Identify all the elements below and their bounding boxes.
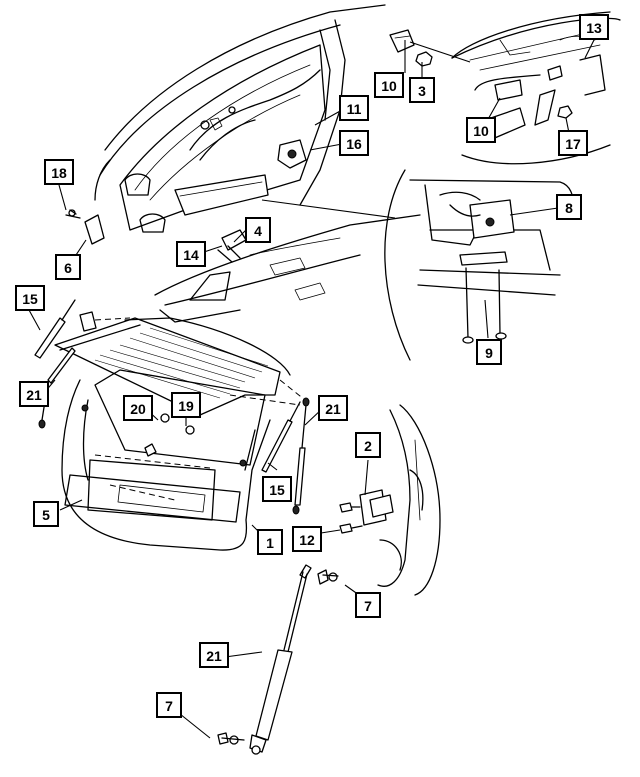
- callout-box: [318, 395, 348, 421]
- callout-number: 21: [206, 648, 222, 664]
- callout-c11: 11: [339, 95, 369, 121]
- callout-box: [579, 14, 609, 40]
- callout-box: [156, 692, 182, 718]
- callout-c6: 6: [55, 254, 81, 280]
- callout-c4: 4: [245, 217, 271, 243]
- callout-number: 2: [364, 438, 372, 454]
- callout-box: [44, 159, 74, 185]
- callout-c10a: 10: [374, 72, 404, 98]
- callout-c21c: 21: [199, 642, 229, 668]
- callout-c18: 18: [44, 159, 74, 185]
- callout-c17: 17: [558, 130, 588, 156]
- callout-number: 14: [183, 247, 199, 263]
- callout-c7a: 7: [355, 592, 381, 618]
- callout-box: [123, 395, 153, 421]
- callout-number: 20: [130, 401, 146, 417]
- callout-box: [558, 130, 588, 156]
- callout-box: [339, 130, 369, 156]
- callout-number: 17: [565, 136, 581, 152]
- leader-lines: [28, 37, 596, 739]
- callout-c3: 3: [409, 77, 435, 103]
- callout-c10b: 10: [466, 117, 496, 143]
- inset-arc-right: [384, 169, 411, 361]
- callout-c19: 19: [171, 392, 201, 418]
- latch-detail-inset: [409, 179, 574, 344]
- callout-number: 10: [473, 123, 489, 139]
- callout-c21b: 21: [318, 395, 348, 421]
- callout-number: 8: [565, 200, 573, 216]
- callout-number: 4: [254, 223, 262, 239]
- callout-c8: 8: [556, 194, 582, 220]
- callout-box: [257, 529, 283, 555]
- callout-c16: 16: [339, 130, 369, 156]
- callout-number: 18: [51, 165, 67, 181]
- callout-box: [15, 285, 45, 311]
- callout-c12: 12: [292, 526, 322, 552]
- callout-number: 3: [418, 83, 426, 99]
- inset-pointer-line-top: [409, 41, 471, 63]
- gas-struts-mid: [34, 299, 310, 515]
- inset-pointer-line-right: [261, 199, 396, 219]
- callout-c5: 5: [33, 501, 59, 527]
- lower-strut-illustration: [217, 564, 339, 755]
- callout-number: 7: [364, 598, 372, 614]
- inset-arc-top: [451, 17, 621, 59]
- callout-c13: 13: [579, 14, 609, 40]
- open-liftgate-illustration: [65, 4, 433, 323]
- callout-number: 6: [64, 260, 72, 276]
- callout-number: 21: [325, 401, 341, 417]
- callout-number: 5: [42, 507, 50, 523]
- callout-box: [409, 77, 435, 103]
- callout-c2: 2: [355, 432, 381, 458]
- callout-box: [19, 381, 49, 407]
- callout-number: 21: [26, 387, 42, 403]
- callout-number: 7: [165, 698, 173, 714]
- callout-c9: 9: [476, 339, 502, 365]
- callout-box: [171, 392, 201, 418]
- callout-box: [374, 72, 404, 98]
- callout-box: [245, 217, 271, 243]
- callout-box: [33, 501, 59, 527]
- callout-box: [199, 642, 229, 668]
- callout-box: [556, 194, 582, 220]
- callout-number: 1: [266, 535, 274, 551]
- callout-number: 9: [485, 345, 493, 361]
- callout-number: 10: [381, 78, 397, 94]
- callout-c20: 20: [123, 395, 153, 421]
- hinge-detail-inset: [451, 11, 611, 141]
- callout-box: [339, 95, 369, 121]
- callout-number: 15: [269, 482, 285, 498]
- callout-c7b: 7: [156, 692, 182, 718]
- callout-box: [355, 592, 381, 618]
- callout-c1: 1: [257, 529, 283, 555]
- callout-box: [55, 254, 81, 280]
- callout-number: 15: [22, 291, 38, 307]
- callout-c21a: 21: [19, 381, 49, 407]
- callout-c15b: 15: [262, 476, 292, 502]
- body-hinge-illustration: [339, 404, 441, 596]
- callout-number: 19: [178, 398, 194, 414]
- callout-number: 12: [299, 532, 315, 548]
- callout-number: 16: [346, 136, 362, 152]
- callout-box: [176, 241, 206, 267]
- callout-box: [466, 117, 496, 143]
- inset-arc-top-bottom: [461, 144, 611, 165]
- callout-box: [262, 476, 292, 502]
- callout-box: [292, 526, 322, 552]
- callout-number: 13: [586, 20, 602, 36]
- callout-box: [476, 339, 502, 365]
- liftgate-panel-illustration: [54, 311, 306, 551]
- callout-c15a: 15: [15, 285, 45, 311]
- callout-box: [355, 432, 381, 458]
- callout-c14: 14: [176, 241, 206, 267]
- callout-number: 11: [347, 101, 362, 117]
